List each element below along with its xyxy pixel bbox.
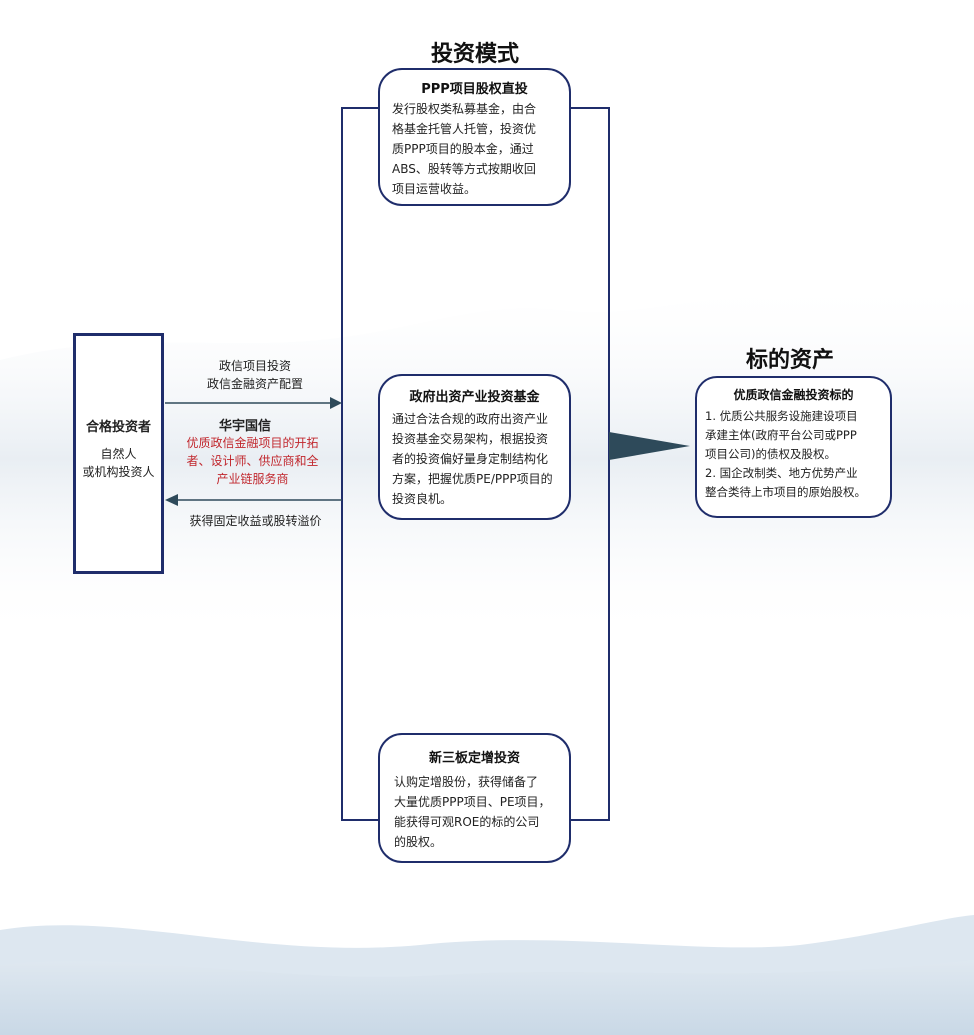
target-arrow: [609, 432, 690, 460]
mode-line: 大量优质PPP项目、PE项目，: [394, 795, 551, 809]
investor-title: 合格投资者: [85, 420, 151, 435]
mode-line: 投资良机。: [392, 492, 453, 506]
mode-box-industry-fund: 政府出资产业投资基金 通过合法合规的政府出资产业 投资基金交易架构，根据投资 者…: [378, 374, 571, 520]
target-assets-heading: 标的资产: [745, 348, 834, 373]
return-arrow-head: [165, 494, 178, 506]
mode-line: 发行股权类私募基金，由合: [392, 102, 537, 116]
mode-box-ppp: PPP项目股权直投 发行股权类私募基金，由合 格基金托管人托管，投资优 质PPP…: [378, 68, 571, 206]
investor-sub1: 自然人: [100, 447, 137, 461]
mode-line: 认购定增股份，获得储备了: [394, 775, 539, 789]
mode-title: PPP项目股权直投: [421, 82, 528, 97]
invest-label-2: 政信金融资产配置: [206, 377, 303, 391]
mode-line: 者的投资偏好量身定制结构化: [392, 452, 549, 466]
target-line: 1. 优质公共服务设施建设项目: [705, 409, 858, 423]
return-label: 获得固定收益或股转溢价: [189, 514, 322, 528]
mode-line: 投资基金交易架构，根据投资: [392, 432, 549, 446]
target-line: 2. 国企改制类、地方优势产业: [705, 466, 858, 480]
bracket-right: [570, 107, 610, 821]
company-desc-line: 者、设计师、供应商和全: [186, 454, 319, 468]
mode-title: 新三板定增投资: [428, 751, 520, 766]
mode-body: 发行股权类私募基金，由合 格基金托管人托管，投资优 质PPP项目的股本金，通过 …: [380, 97, 569, 199]
target-line: 承建主体(政府平台公司或PPP: [705, 428, 857, 442]
target-assets-box: 优质政信金融投资标的 1. 优质公共服务设施建设项目 承建主体(政府平台公司或P…: [695, 376, 892, 518]
invest-label-1: 政信项目投资: [218, 359, 291, 373]
mode-line: 项目运营收益。: [392, 182, 477, 196]
investment-modes-heading: 投资模式: [430, 42, 519, 67]
company-desc: 优质政信金融项目的开拓 者、设计师、供应商和全 产业链服务商: [165, 434, 340, 488]
mode-line: 格基金托管人托管，投资优: [392, 122, 537, 136]
mode-title: 政府出资产业投资基金: [409, 390, 540, 405]
invest-arrow-head: [330, 397, 342, 409]
mode-body: 通过合法合规的政府出资产业 投资基金交易架构，根据投资 者的投资偏好量身定制结构…: [380, 405, 569, 509]
mode-line: 的股权。: [394, 835, 443, 849]
bracket-left: [341, 107, 380, 821]
mode-body: 认购定增股份，获得储备了 大量优质PPP项目、PE项目， 能获得可观ROE的标的…: [380, 766, 569, 852]
target-line: 整合类待上市项目的原始股权。: [705, 485, 866, 499]
target-box-body: 1. 优质公共服务设施建设项目 承建主体(政府平台公司或PPP 项目公司)的债权…: [697, 403, 890, 502]
target-box-title: 优质政信金融投资标的: [733, 388, 854, 402]
qualified-investor-box: 合格投资者 自然人 或机构投资人: [73, 333, 164, 574]
company-desc-line: 优质政信金融项目的开拓: [186, 436, 319, 450]
mode-line: 方案，把握优质PE/PPP项目的: [392, 472, 553, 486]
mode-line: 通过合法合规的政府出资产业: [392, 412, 549, 426]
mode-line: 质PPP项目的股本金，通过: [392, 142, 534, 156]
mode-line: ABS、股转等方式按期收回: [392, 162, 536, 176]
mode-box-neeq: 新三板定增投资 认购定增股份，获得储备了 大量优质PPP项目、PE项目， 能获得…: [378, 733, 571, 863]
company-desc-line: 产业链服务商: [216, 472, 289, 486]
target-line: 项目公司)的债权及股权。: [705, 447, 836, 461]
investor-sub2: 或机构投资人: [82, 465, 155, 479]
mode-line: 能获得可观ROE的标的公司: [394, 815, 540, 829]
company-name: 华宇国信: [218, 419, 271, 434]
